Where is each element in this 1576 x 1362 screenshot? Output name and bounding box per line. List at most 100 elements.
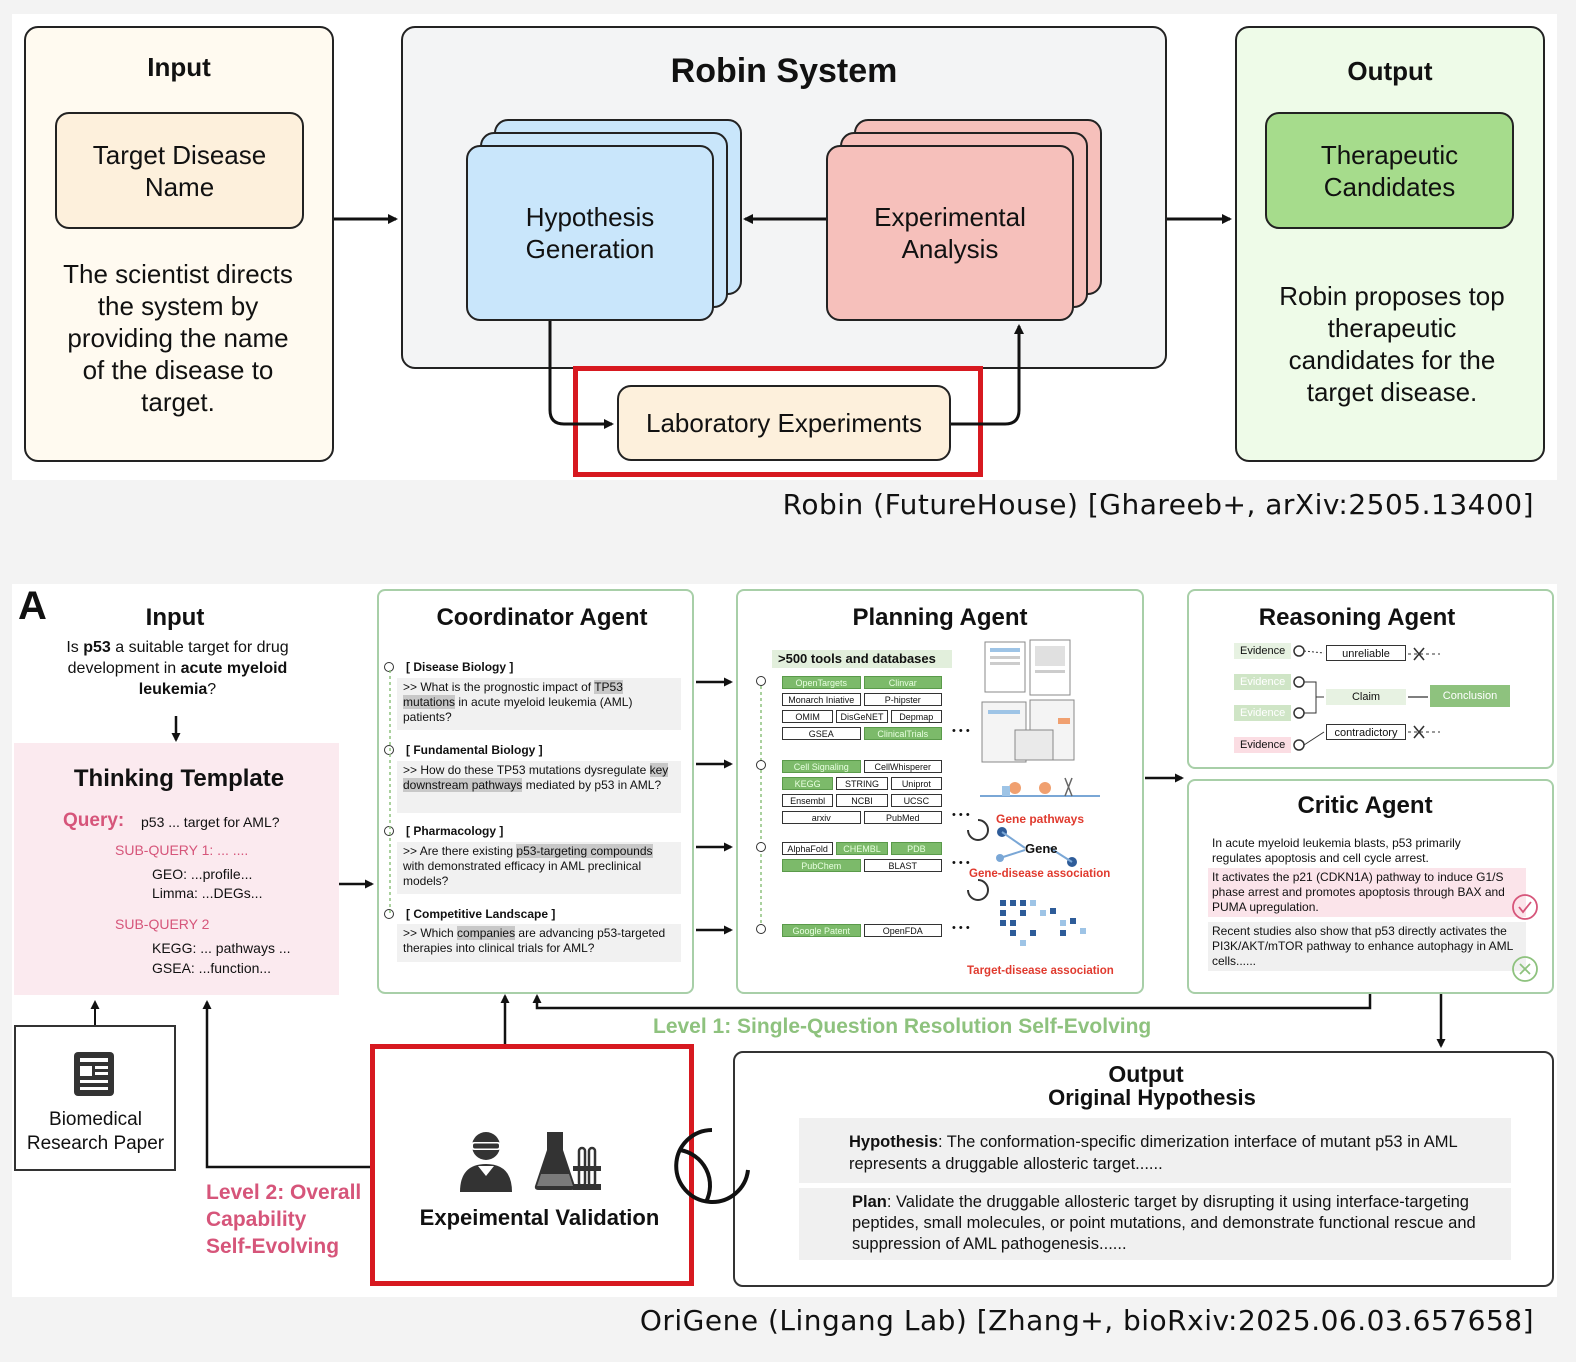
- origene-input-question: Is p53 a suitable target for drug develo…: [66, 639, 289, 698]
- coord-item-head-4: [ Competitive Landscape ]: [406, 907, 556, 921]
- coord-item-text-1: >> What is the prognostic impact of TP53…: [397, 678, 681, 730]
- evidence-2: Evidence: [1234, 674, 1292, 690]
- validation-label: Expeimental Validation: [419, 1205, 660, 1230]
- tool-chip: Monarch Iniative: [782, 693, 861, 706]
- query-label: Query:: [63, 810, 125, 831]
- analysis-label: Experimental Analysis: [874, 202, 1026, 264]
- target-disease-box: Target Disease Name: [55, 112, 304, 229]
- tool-chip: OMIM: [782, 710, 834, 723]
- robin-arrows: [334, 214, 1232, 429]
- critic-text-3: Recent studies also show that p53 direct…: [1208, 922, 1526, 971]
- tools-ellipsis: • • •: [952, 809, 970, 821]
- plan-dot-2: [756, 760, 766, 770]
- gene-disease-label: Gene-disease association: [969, 868, 1111, 880]
- tool-chip: STRING: [836, 777, 888, 790]
- lab-experiments-label: Laboratory Experiments: [645, 407, 923, 438]
- tool-chip: Ensembl: [782, 794, 834, 807]
- tool-chip: UCSC: [890, 794, 942, 807]
- level2-label-line2: Capability: [206, 1208, 307, 1231]
- tool-chip: AlphaFold: [782, 842, 834, 855]
- geo-line: GEO: ...profile...: [152, 866, 253, 882]
- coord-item-head-2: [ Fundamental Biology ]: [406, 743, 543, 757]
- gene-pathways-label: Gene pathways: [996, 812, 1085, 826]
- robin-input-title: Input: [147, 52, 211, 82]
- critic-text-2: It activates the p21 (CDKN1A) pathway to…: [1208, 868, 1526, 917]
- reasoning-connectors: [1293, 645, 1440, 751]
- biomedical-paper-box: [14, 1025, 176, 1171]
- level2-label-line1: Level 2: Overall: [206, 1181, 362, 1204]
- level2-label-line3: Self-Evolving: [206, 1235, 340, 1258]
- tool-chip: CellWhisperer: [863, 760, 942, 773]
- robin-output-panel: [1235, 26, 1545, 462]
- tool-chip: Cell Signaling: [782, 760, 861, 773]
- analysis-card: Experimental Analysis: [826, 145, 1074, 321]
- planning-timeline: [760, 680, 762, 925]
- conclusion-box: Conclusion: [1430, 685, 1510, 707]
- coord-item-dot-2: [384, 745, 394, 755]
- critic-text-1: In acute myeloid leukemia blasts, p53 pr…: [1212, 836, 1461, 865]
- robin-input-desc: The scientist directs the system by prov…: [63, 259, 293, 417]
- tool-chip: PubMed: [863, 811, 942, 824]
- plan-dot-1: [756, 676, 766, 686]
- tool-chip: OpenFDA: [863, 924, 942, 937]
- coordinator-agent-title: Coordinator Agent: [436, 604, 648, 631]
- coord-item-head-1: [ Disease Biology ]: [406, 660, 514, 674]
- plan-dot-3: [756, 842, 766, 852]
- tool-chip: BLAST: [863, 859, 942, 872]
- reasoning-agent-title: Reasoning Agent: [1258, 604, 1456, 631]
- tool-chip: arxiv: [782, 811, 861, 824]
- origene-input-title: Input: [145, 604, 205, 631]
- thinking-template-panel: [14, 743, 339, 995]
- check-icon: [1512, 894, 1538, 920]
- coord-item-text-2: >> How do these TP53 mutations dysregula…: [397, 761, 681, 813]
- tool-chip: P-hipster: [863, 693, 942, 706]
- biomedical-paper-label: Biomedical Research Paper: [26, 1109, 165, 1154]
- coord-item-head-3: [ Pharmacology ]: [406, 824, 504, 838]
- claim-box: Claim: [1326, 689, 1406, 705]
- lab-flask-icon: [534, 1132, 601, 1190]
- critic-agent-title: Critic Agent: [1297, 792, 1433, 819]
- tools-ellipsis: • • •: [952, 922, 970, 934]
- tool-chip: ClinicalTrials: [863, 727, 942, 740]
- origene-output-subtitle: Original Hypothesis: [1048, 1085, 1256, 1110]
- tool-chip: NCBI: [836, 794, 888, 807]
- tool-chip: GSEA: [782, 727, 861, 740]
- robin-output-title: Output: [1347, 56, 1433, 86]
- plan-block: [799, 1188, 1511, 1260]
- coord-item-dot-3: [384, 826, 394, 836]
- query-text: p53 ... target for AML?: [141, 814, 280, 830]
- therapeutic-candidates-box: Therapeutic Candidates: [1265, 112, 1514, 229]
- coord-item-dot-1: [384, 662, 394, 672]
- limma-line: Limma: ...DEGs...: [152, 885, 263, 901]
- origene-arrows: [90, 677, 1446, 1204]
- planning-schematics: [967, 639, 1100, 946]
- cross-icon: [1512, 956, 1538, 982]
- evidence-4: Evidence: [1234, 737, 1292, 753]
- robin-input-panel: [24, 26, 334, 462]
- coordinator-timeline: [389, 670, 391, 915]
- sub-query-1: SUB-QUERY 1: ... ....: [115, 842, 249, 858]
- robin-caption: Robin (FutureHouse) [Ghareeb+, arXiv:250…: [782, 488, 1534, 521]
- plan-text: Plan: Validate the druggable allosteric …: [852, 1193, 1476, 1253]
- hypothesis-label: Hypothesis Generation: [525, 202, 655, 264]
- hypothesis-block: [799, 1118, 1511, 1183]
- plan-dot-4: [756, 924, 766, 934]
- hypothesis-text: Hypothesis: The conformation-specific di…: [849, 1133, 1458, 1173]
- tools-ellipsis: • • •: [952, 857, 970, 869]
- contradictory-box: contradictory: [1326, 724, 1406, 740]
- lab-experiments-box: Laboratory Experiments: [617, 385, 951, 461]
- target-disease-label: Target Disease Name: [92, 139, 267, 202]
- target-disease-label-planning: Target-disease association: [967, 965, 1114, 977]
- tool-chip: PDB: [890, 842, 942, 855]
- coord-item-text-3: >> Are there existing p53-targeting comp…: [397, 842, 681, 894]
- tool-chip: OpenTargets: [782, 676, 861, 689]
- gsea-line: GSEA: ...function...: [152, 960, 272, 976]
- thinking-template-title: Thinking Template: [73, 765, 285, 792]
- document-icon: [74, 1052, 114, 1096]
- planning-agent-title: Planning Agent: [852, 604, 1028, 631]
- sub-query-2: SUB-QUERY 2: [115, 916, 210, 932]
- kegg-line: KEGG: ... pathways ...: [152, 940, 291, 956]
- evidence-1: Evidence: [1234, 643, 1292, 659]
- hypothesis-card: Hypothesis Generation: [466, 145, 714, 321]
